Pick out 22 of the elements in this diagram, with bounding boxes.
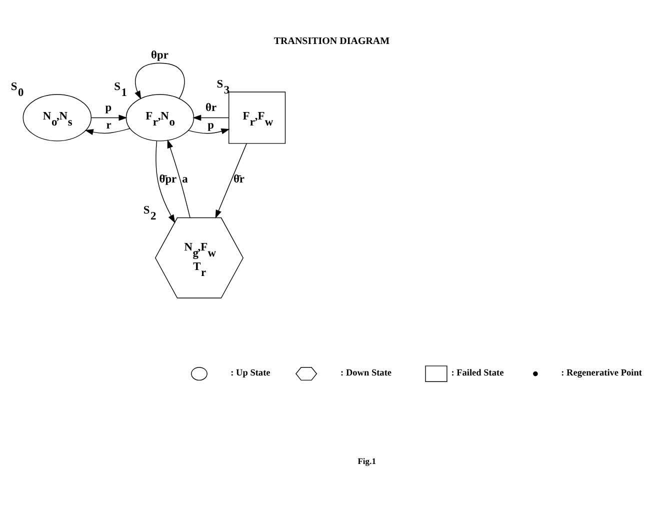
caption: Fig.1 [358, 455, 376, 466]
edge-label: r [106, 118, 112, 131]
arrow [134, 62, 185, 99]
edge-label: θ̄r [233, 173, 245, 186]
arrow [167, 139, 190, 218]
arrow [156, 140, 176, 223]
diagram-title: TRANSITION DIAGRAM [274, 35, 390, 46]
legend-label: : Down State [340, 368, 392, 378]
arrow [84, 128, 130, 135]
legend-label: : Regenerative Point [561, 368, 642, 378]
edge-label: p [105, 102, 112, 114]
legend-label: : Up State [230, 368, 270, 378]
legend-label: : Failed State [451, 368, 504, 378]
arrow [192, 114, 229, 120]
arrow [91, 114, 128, 120]
edge-label: θpr [151, 49, 168, 62]
arrow [215, 142, 247, 218]
edge-label: θ̄pr [159, 173, 177, 186]
arrow [188, 128, 230, 134]
edge-label: a [182, 173, 188, 186]
edge-label: p [208, 118, 214, 131]
edge-label: θr [206, 102, 217, 114]
